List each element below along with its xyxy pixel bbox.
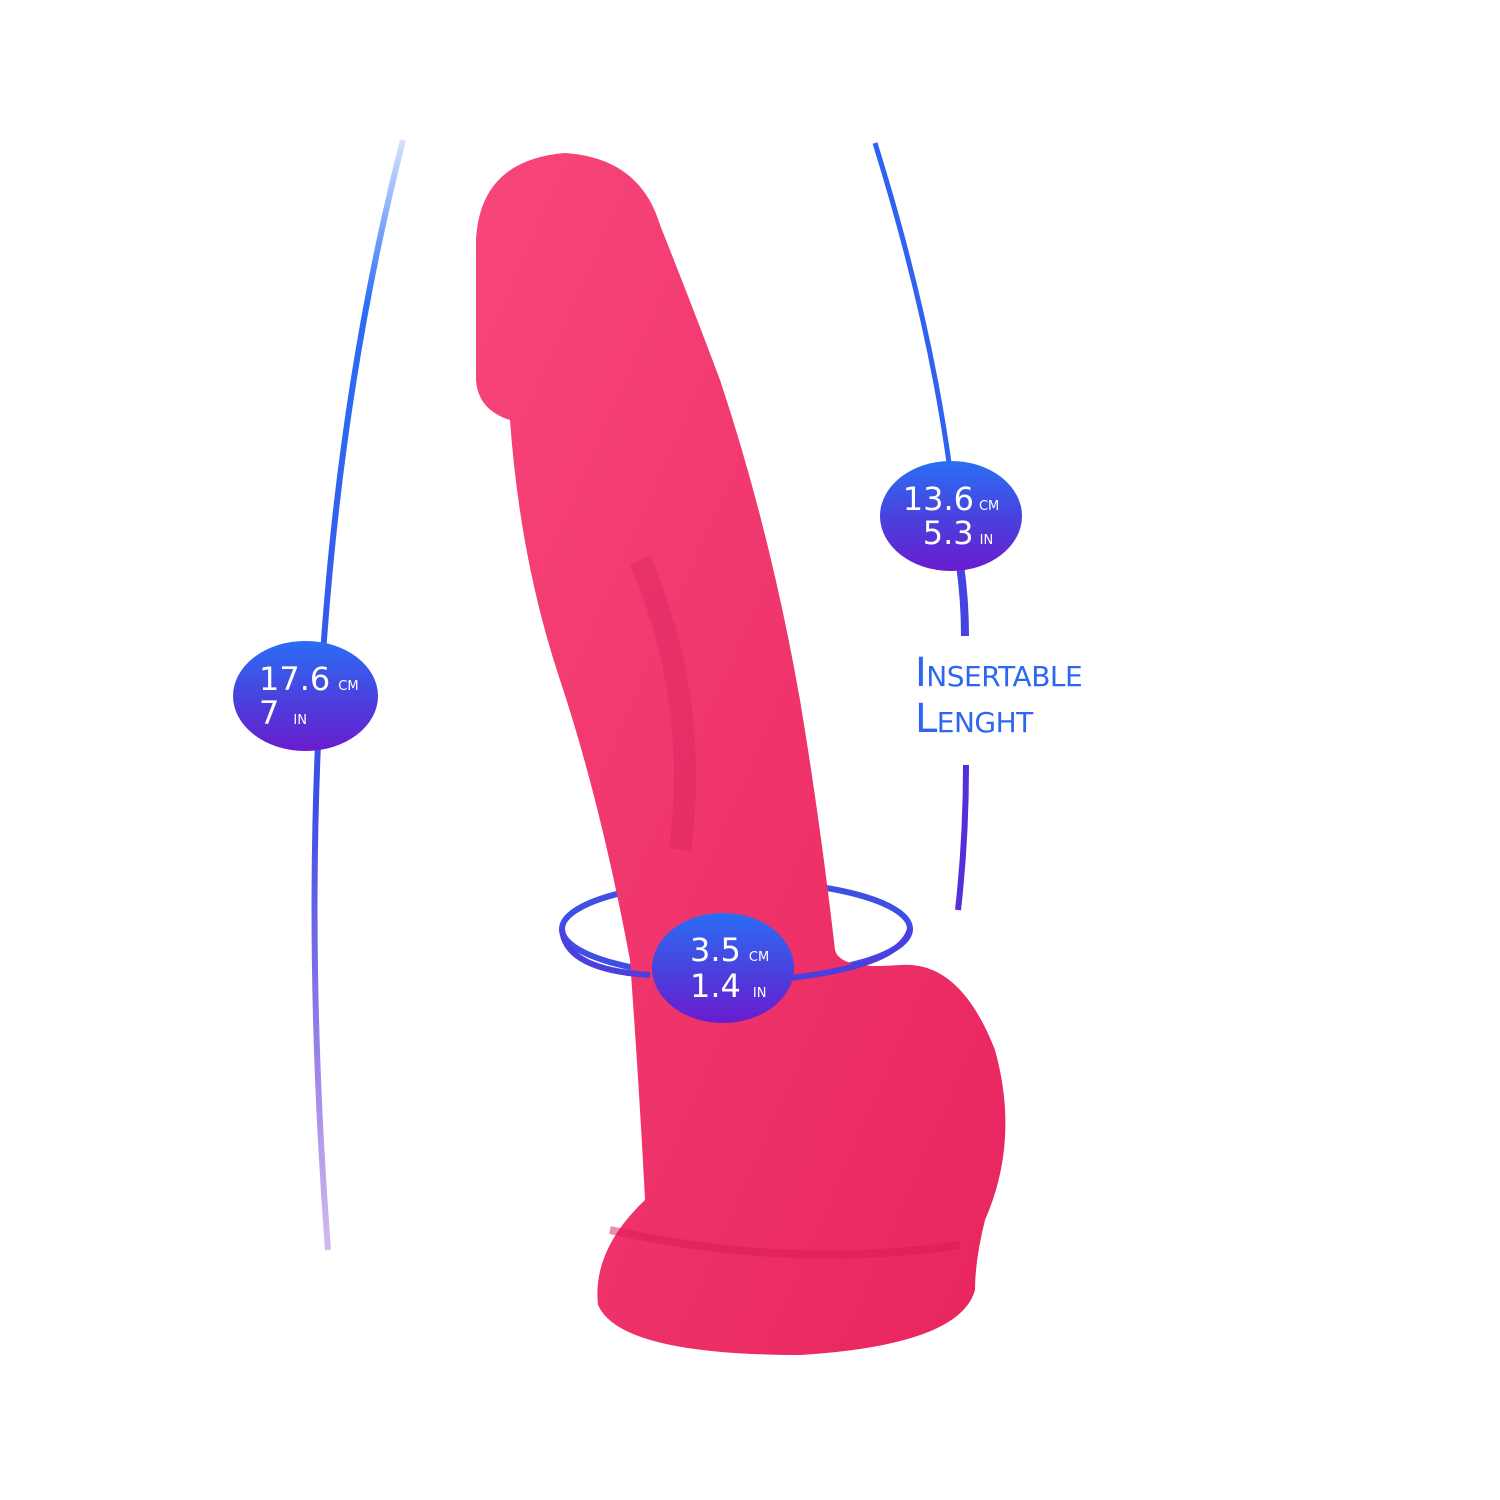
diameter-ring-front: [559, 928, 651, 978]
diameter-in: 1.4: [690, 967, 741, 1005]
product-image: [476, 153, 1006, 1355]
caption-line-1: Insertable: [915, 650, 1083, 696]
total-length-cm-unit: CM: [338, 673, 359, 695]
diameter-cm: 3.5: [690, 931, 741, 969]
total-length-in: 7: [259, 694, 280, 732]
insertable-length-in-unit: IN: [979, 527, 994, 549]
insertable-length-arc-top: [872, 142, 953, 471]
total-length-in-unit: IN: [293, 707, 307, 729]
total-length-badge: 17.6 CM 7 IN: [233, 641, 378, 751]
insertable-length-in: 5.3: [922, 514, 974, 552]
insertable-length-caption: Insertable Lenght: [915, 650, 1083, 742]
total-length-cm: 17.6: [259, 660, 331, 698]
diameter-in-unit: IN: [752, 980, 767, 1002]
insertable-length-arc-bottom: [955, 764, 969, 911]
insertable-length-badge: 13.6CM 5.3IN: [880, 461, 1022, 571]
insertable-length-arc-mid: [956, 564, 969, 637]
caption-line-2: Lenght: [915, 696, 1033, 742]
insertable-length-cm: 13.6: [902, 480, 974, 518]
insertable-length-cm-unit: CM: [978, 493, 1000, 515]
diameter-cm-unit: CM: [748, 944, 770, 966]
diameter-badge: 3.5 CM 1.4 IN: [652, 913, 794, 1023]
